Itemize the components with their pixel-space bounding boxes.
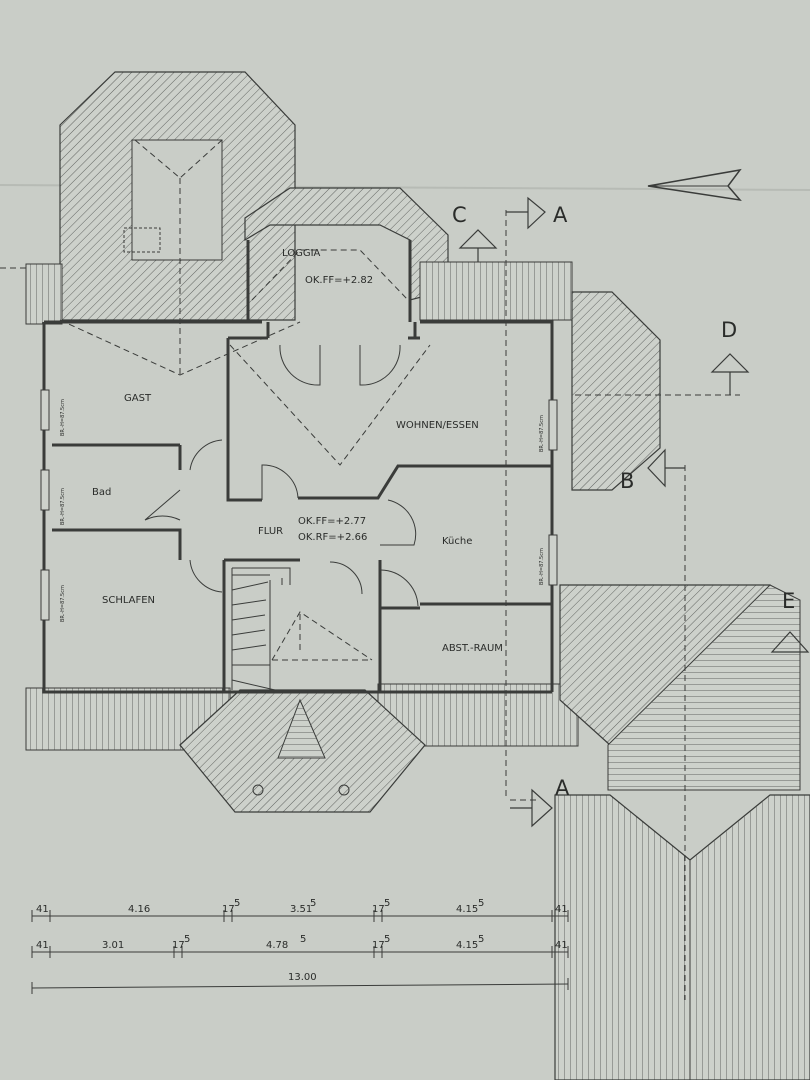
- room-label-schlafen: SCHLAFEN: [102, 595, 155, 606]
- roof-southeast-wing: [554, 584, 810, 1080]
- dim-2-a: 41: [36, 940, 49, 951]
- dim-2-e: 17: [372, 940, 385, 951]
- flur-level-ff: OK.FF=+2.77: [298, 516, 366, 527]
- dim-1-d-sup: 5: [310, 898, 316, 909]
- section-marker-a-top: A: [506, 196, 568, 230]
- dim-1-f-sup: 5: [478, 898, 484, 909]
- dim-2-c: 17: [172, 940, 185, 951]
- dim-1-e-sup: 5: [384, 898, 390, 909]
- svg-text:A: A: [555, 776, 570, 800]
- roof-northeast: [419, 261, 573, 321]
- dim-1-a: 41: [36, 904, 49, 915]
- door-swings: [144, 344, 419, 607]
- dim-1-c: 17: [222, 904, 235, 915]
- dim-total-label: 13.00: [288, 972, 317, 983]
- dim-2-e-sup: 5: [384, 934, 390, 945]
- window-note-wohnen: BR.-H=87.5cm: [539, 415, 545, 452]
- roof-dashed-lines: [59, 139, 810, 1000]
- roof-north-dormer: [59, 71, 296, 321]
- dim-2-d: 4.78: [266, 940, 288, 951]
- window-note-schlafen: BR.-H=87.5cm: [60, 585, 66, 622]
- dim-1-d: 3.51: [290, 904, 312, 915]
- section-marker-a-bottom: A: [510, 776, 570, 828]
- roof-south-dormer: [179, 689, 426, 813]
- svg-text:D: D: [721, 318, 737, 342]
- dim-1-b: 4.16: [128, 904, 150, 915]
- dim-1-g: 41: [555, 904, 568, 915]
- dimension-total: 13.00: [31, 972, 569, 994]
- walls: [42, 240, 554, 694]
- room-label-loggia: LOGGIA: [282, 248, 321, 259]
- room-label-wohnen-essen: WOHNEN/ESSEN: [396, 420, 479, 431]
- dimension-chain-2: 41 3.01 17 5 4.78 5 17 5 4.15 5 41: [31, 934, 569, 958]
- svg-text:A: A: [553, 203, 568, 227]
- dim-2-g: 41: [555, 940, 568, 951]
- room-label-kueche: Küche: [442, 536, 472, 547]
- roof-west-eave: [25, 263, 63, 325]
- dim-2-d-sup: 5: [300, 934, 306, 945]
- room-label-abst-raum: ABST.-RAUM: [442, 643, 503, 654]
- dim-2-c-sup: 5: [184, 934, 190, 945]
- section-marker-c: C: [452, 203, 498, 262]
- svg-text:E: E: [782, 589, 795, 613]
- windows: [40, 389, 558, 621]
- room-label-flur: FLUR: [258, 526, 283, 537]
- section-marker-d: D: [710, 318, 750, 395]
- north-arrow-icon: [647, 168, 742, 202]
- section-marker-e: E: [770, 589, 810, 653]
- svg-text:B: B: [620, 469, 634, 493]
- loggia-level: OK.FF=+2.82: [305, 275, 373, 286]
- flur-level-rf: OK.RF=+2.66: [298, 532, 367, 543]
- dim-2-f-sup: 5: [478, 934, 484, 945]
- window-note-gast: BR.-H=87.5cm: [60, 399, 66, 436]
- room-label-gast: GAST: [124, 393, 152, 404]
- room-label-bad: Bad: [92, 487, 111, 498]
- dim-1-f: 4.15: [456, 904, 478, 915]
- window-note-bad: BR.-H=87.5cm: [60, 488, 66, 525]
- dim-2-f: 4.15: [456, 940, 478, 951]
- dim-1-e: 17: [372, 904, 385, 915]
- dim-1-c-sup: 5: [234, 898, 240, 909]
- dim-2-b: 3.01: [102, 940, 124, 951]
- roof-east-bay: [571, 291, 661, 491]
- staircase: [231, 567, 291, 691]
- svg-text:C: C: [452, 203, 467, 227]
- window-note-kueche: BR.-H=87.5cm: [539, 548, 545, 585]
- section-marker-b: B: [620, 448, 685, 493]
- dimension-chain-1: 41 4.16 17 5 3.51 5 17 5 4.15 5 41: [31, 898, 569, 922]
